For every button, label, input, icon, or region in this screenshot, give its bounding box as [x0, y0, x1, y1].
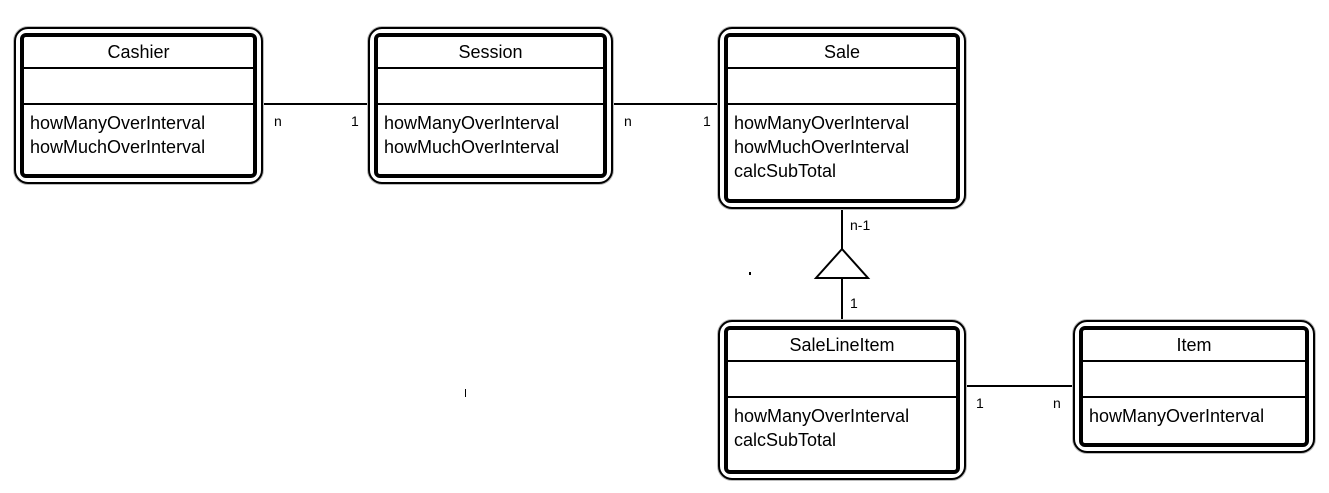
multiplicity-session-sale-to: 1	[703, 113, 711, 129]
class-session-name: Session	[378, 37, 603, 69]
scan-mark	[749, 272, 751, 275]
operation: howManyOverInterval	[734, 113, 910, 133]
class-sale[interactable]: Sale howManyOverInterval howMuchOverInte…	[718, 27, 966, 209]
class-item[interactable]: Item howManyOverInterval	[1073, 320, 1315, 453]
class-salelineitem-name: SaleLineItem	[728, 330, 956, 362]
class-cashier[interactable]: Cashier howManyOverInterval howMuchOverI…	[14, 27, 263, 184]
aggregation-triangle-icon	[813, 247, 871, 279]
class-salelineitem-attributes	[728, 362, 956, 398]
scan-mark	[465, 389, 466, 397]
operation: howManyOverInterval	[734, 406, 910, 426]
operation: calcSubTotal	[734, 161, 837, 181]
class-sale-operations: howManyOverInterval howMuchOverInterval …	[728, 105, 956, 183]
multiplicity-cashier-session-from: n	[274, 113, 282, 129]
multiplicity-session-sale-from: n	[624, 113, 632, 129]
operation: howManyOverInterval	[384, 113, 560, 133]
multiplicity-sale-salelineitem-from: n-1	[850, 217, 871, 233]
class-salelineitem-operations: howManyOverInterval calcSubTotal	[728, 398, 956, 452]
class-sale-name: Sale	[728, 37, 956, 69]
class-session-operations: howManyOverInterval howMuchOverInterval	[378, 105, 603, 159]
class-item-name: Item	[1083, 330, 1305, 362]
multiplicity-sale-salelineitem-to: 1	[850, 295, 858, 311]
class-sale-attributes	[728, 69, 956, 105]
operation: howMuchOverInterval	[384, 137, 560, 157]
class-item-attributes	[1083, 362, 1305, 398]
class-session[interactable]: Session howManyOverInterval howMuchOverI…	[368, 27, 613, 184]
operation: howManyOverInterval	[1089, 406, 1265, 426]
class-salelineitem[interactable]: SaleLineItem howManyOverInterval calcSub…	[718, 320, 966, 480]
operation: howManyOverInterval	[30, 113, 206, 133]
class-cashier-operations: howManyOverInterval howMuchOverInterval	[24, 105, 253, 159]
class-cashier-attributes	[24, 69, 253, 105]
multiplicity-salelineitem-item-to: n	[1053, 395, 1061, 411]
multiplicity-salelineitem-item-from: 1	[976, 395, 984, 411]
multiplicity-cashier-session-to: 1	[351, 113, 359, 129]
operation: howMuchOverInterval	[30, 137, 206, 157]
class-item-operations: howManyOverInterval	[1083, 398, 1305, 428]
operation: calcSubTotal	[734, 430, 837, 450]
class-cashier-name: Cashier	[24, 37, 253, 69]
operation: howMuchOverInterval	[734, 137, 910, 157]
class-session-attributes	[378, 69, 603, 105]
